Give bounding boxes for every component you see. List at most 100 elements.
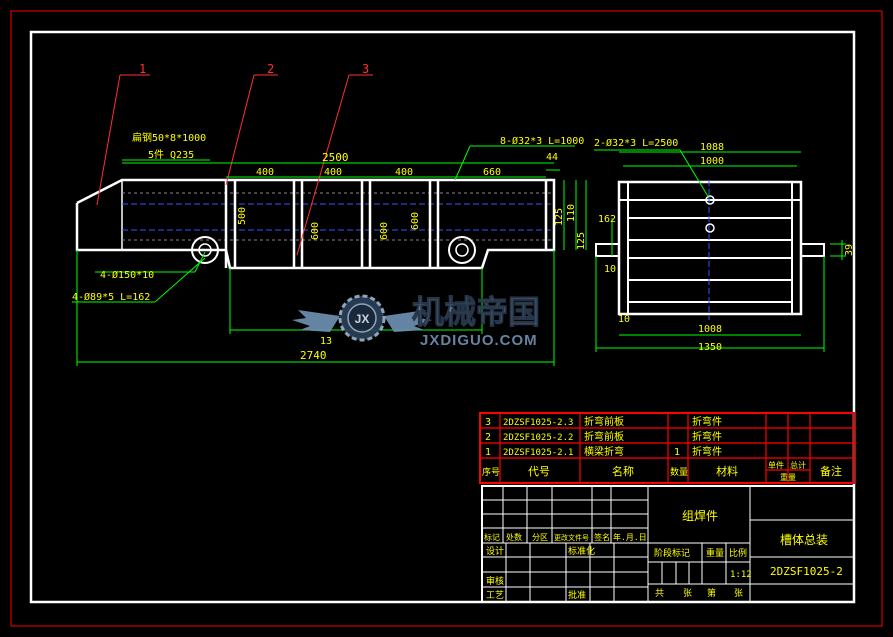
- parts-cell-name: 横梁折弯: [584, 445, 624, 458]
- parts-cell-code: 2DZSF1025-2.2: [503, 433, 573, 443]
- sheet-label-sheets: 张: [683, 588, 692, 599]
- rev-header-sign: 签名: [594, 532, 610, 542]
- parts-row-3: 3 2DZSF1025-2.3 折弯前板 折弯件: [485, 415, 722, 428]
- side-dim-left-c: 10: [618, 314, 630, 325]
- dim-right-b: 110: [566, 204, 577, 222]
- parts-cell-code: 2DZSF1025-2.3: [503, 418, 573, 428]
- parts-list-grid: [480, 413, 854, 483]
- parts-cell-note: 折弯件: [692, 415, 722, 428]
- role-design: 设计: [486, 545, 504, 557]
- note-bars: 8-Ø32*3 L=1000: [500, 135, 584, 147]
- front-view: 扁钢50*8*1000 5件 Q235 8-Ø32*3 L=1000 4-Ø15…: [72, 62, 587, 366]
- header-weight-total: 总计: [790, 460, 806, 470]
- material-text: 组焊件: [682, 508, 718, 523]
- note-flat-steel: 扁钢50*8*1000: [132, 131, 206, 144]
- dim-overall: 2740: [300, 349, 327, 362]
- rev-header-date: 年.月.日: [613, 532, 647, 542]
- title-block-border: [481, 485, 855, 603]
- dim-pitch-a: 400: [256, 167, 274, 178]
- drawing-frame: [29, 30, 856, 604]
- parts-cell-no: 2: [485, 432, 491, 443]
- parts-list-border: [479, 412, 855, 484]
- parts-cell-no: 3: [485, 417, 491, 428]
- parts-cell-name: 折弯前板: [584, 430, 624, 443]
- dim-height-b: 600: [310, 222, 321, 240]
- sheet-label-sheet: 张: [734, 588, 743, 599]
- header-qty: 数量: [670, 466, 688, 478]
- shaft-stub-left: [595, 243, 620, 257]
- balloon-1: 1: [139, 62, 146, 76]
- dim-height-a: 500: [237, 207, 248, 225]
- side-dim-top-b: 1000: [700, 156, 724, 167]
- role-process: 工艺: [486, 590, 504, 601]
- parts-row-1: 1 2DZSF1025-2.1 横梁折弯 1 折弯件: [485, 445, 722, 458]
- dim-pitch-b: 400: [324, 167, 342, 178]
- side-dim-bottom-a: 1008: [698, 324, 722, 335]
- watermark-wing-right: [384, 310, 432, 332]
- rev-header-mark: 标记: [484, 532, 500, 542]
- watermark-emblem: JX: [355, 312, 370, 326]
- dim-pitch-c: 400: [395, 167, 413, 178]
- drawing-name: 槽体总装: [780, 533, 828, 547]
- header-weight-unit: 单件: [768, 460, 784, 470]
- header-name: 名称: [612, 464, 634, 478]
- dim-lower: 13: [320, 336, 332, 347]
- header-weight: 重量: [780, 472, 796, 482]
- parts-cell-note: 折弯件: [692, 430, 722, 443]
- side-dim-right: 39: [844, 244, 855, 256]
- balloon-leaders: [96, 74, 373, 256]
- watermark-gear-hub: [347, 303, 377, 333]
- dim-span: 2500: [322, 151, 349, 164]
- balloon-2: 2: [267, 62, 274, 76]
- side-view: 2-Ø32*3 L=2500 1088 1000 1008 1350 162 1…: [594, 137, 855, 353]
- drawing-code: 2DZSF1025-2: [770, 565, 843, 578]
- bar-section-upper: [705, 195, 715, 205]
- role-approve: 批准: [568, 589, 586, 601]
- dim-right-c: 125: [576, 232, 587, 250]
- parts-cell-code: 2DZSF1025-2.1: [503, 448, 573, 458]
- watermark-cn: 机械帝国: [412, 293, 540, 331]
- sheet-label-total: 共: [655, 588, 664, 599]
- roller-right: [448, 236, 476, 264]
- watermark-wing-left: [292, 310, 340, 332]
- side-dimension-lines: [594, 149, 846, 352]
- title-block: 标记 处数 分区 更改文件号 签名 年.月.日 设计 标准化 审核 工艺 批准 …: [481, 485, 855, 603]
- sheet-label-no: 第: [707, 587, 716, 599]
- outer-sheet-border: [10, 10, 883, 627]
- balloon-3: 3: [362, 62, 369, 76]
- side-note-bars: 2-Ø32*3 L=2500: [594, 137, 678, 149]
- note-shaft: 4-Ø89*5 L=162: [72, 291, 150, 303]
- note-qty-material: 5件 Q235: [148, 149, 194, 161]
- rev-header-count: 处数: [506, 532, 522, 542]
- header-remark: 备注: [820, 464, 842, 478]
- shaft-stub-right: [800, 243, 825, 257]
- side-dim-left-b: 10: [604, 264, 616, 275]
- side-dim-bottom-b: 1350: [698, 342, 722, 353]
- parts-cell-no: 1: [485, 447, 491, 458]
- dim-pitch-d: 660: [483, 167, 501, 178]
- dim-end: 44: [546, 152, 558, 163]
- note-roller: 4-Ø150*10: [100, 269, 154, 281]
- title-block-grid: [482, 486, 854, 602]
- header-no: 序号: [482, 466, 500, 478]
- side-dim-top-a: 1088: [700, 142, 724, 153]
- role-review: 审核: [486, 575, 504, 587]
- side-dim-left-a: 162: [598, 214, 616, 225]
- stage-label: 阶段标记: [654, 547, 690, 559]
- rev-header-doc: 更改文件号: [554, 533, 589, 542]
- rev-header-zone: 分区: [532, 533, 548, 542]
- parts-cell-note: 折弯件: [692, 445, 722, 458]
- front-dimension-lines: [72, 145, 587, 366]
- watermark-en: JXDIGUO.COM: [420, 332, 538, 349]
- parts-cell-qty: 1: [674, 447, 680, 458]
- role-standardization: 标准化: [568, 545, 595, 557]
- trough-outline: [75, 178, 556, 270]
- side-inner-lines: [619, 182, 801, 314]
- dim-height-c: 600: [379, 222, 390, 240]
- header-code: 代号: [528, 465, 550, 478]
- parts-row-2: 2 2DZSF1025-2.2 折弯前板 折弯件: [485, 430, 722, 443]
- parts-list-header: 序号 代号 名称 数量 材料 单件 总计 重量 备注: [482, 460, 842, 482]
- scale-label: 比例: [729, 547, 747, 559]
